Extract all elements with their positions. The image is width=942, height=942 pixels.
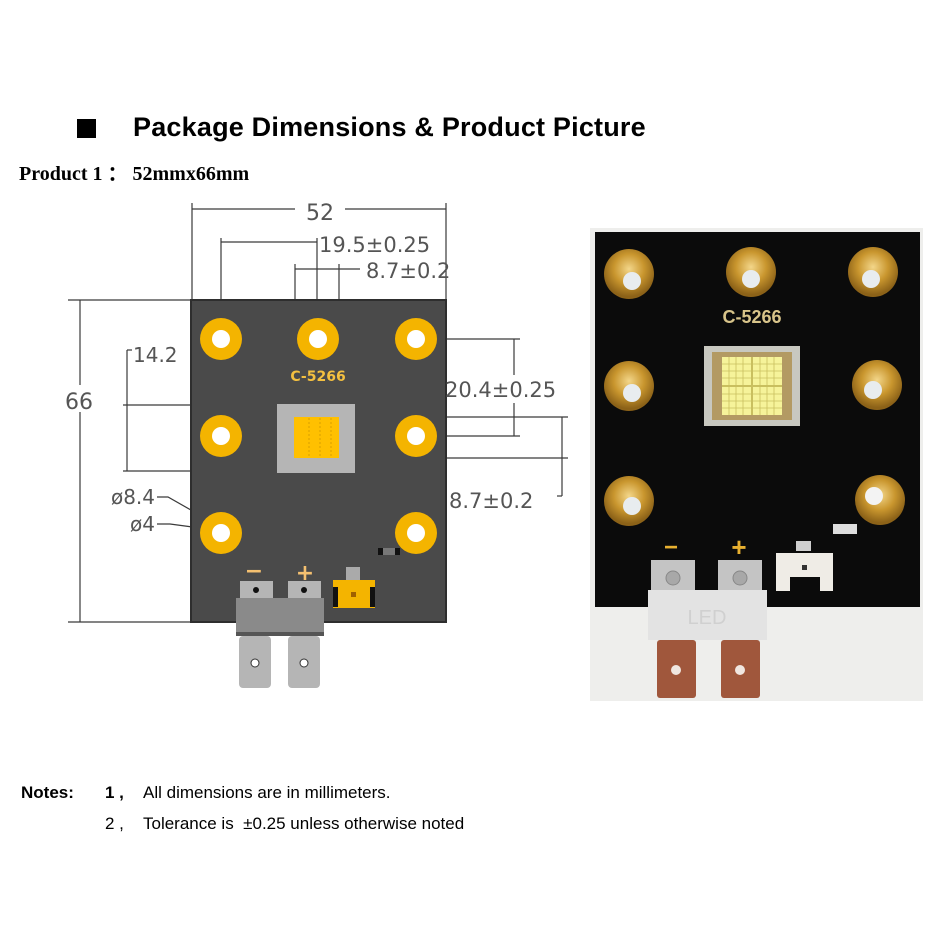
note-row: 2 , Tolerance is ±0.25 unless otherwise …: [21, 814, 464, 845]
photo-pad: [604, 476, 654, 526]
note-row: Notes: 1 , All dimensions are in millime…: [21, 783, 464, 814]
page-title: Package Dimensions & Product Picture: [133, 112, 646, 142]
note-text: Tolerance is ±0.25 unless otherwise note…: [143, 814, 465, 833]
dimension-drawing: C-5266 − + 52 19.5±0.25 8.7±0.2 66 14.2 …: [65, 201, 568, 688]
photo-pad: [852, 360, 902, 410]
mounting-pads: [200, 318, 437, 554]
dim-chip-height: 8.7±0.2: [449, 489, 533, 513]
photo-plus-sign: +: [731, 532, 746, 562]
photo-pad: [848, 247, 898, 297]
photo-board-label: C-5266: [722, 307, 781, 327]
chip-emitter: [294, 417, 339, 458]
pad-top-center: [297, 318, 339, 360]
pad-bottom-left: [200, 512, 242, 554]
photo-pad: [604, 361, 654, 411]
photo-pads: [604, 247, 905, 526]
dim-width: 52: [306, 201, 334, 226]
pad-top-left: [200, 318, 242, 360]
product-subtitle: Product 1 ： 52mmx66mm: [19, 163, 250, 185]
dim-height: 66: [65, 390, 93, 415]
plus-sign: +: [296, 561, 314, 586]
note-number: 2 ,: [105, 814, 124, 833]
pad-mid-left: [200, 415, 242, 457]
dim-hole-diameter: ø4: [130, 512, 155, 536]
minus-sign: −: [245, 559, 263, 584]
photo-pad: [726, 247, 776, 297]
terminal-block: [236, 581, 324, 688]
note-number: 1 ,: [105, 783, 124, 802]
dim-left-offset: 14.2: [133, 343, 178, 367]
notes-label: Notes:: [21, 783, 74, 802]
photo-pad: [604, 249, 654, 299]
dim-chip-width: 8.7±0.2: [366, 259, 450, 283]
board-label: C-5266: [290, 369, 345, 385]
photo-terminal-block: LED: [648, 560, 767, 698]
pad-top-right: [395, 318, 437, 360]
note-text: All dimensions are in millimeters.: [143, 783, 391, 802]
dim-outer-diameter: ø8.4: [111, 485, 155, 509]
photo-minus-sign: −: [664, 534, 678, 561]
pad-bottom-right: [395, 512, 437, 554]
photo-connector: [776, 524, 857, 591]
notes-section: Notes: 1 , All dimensions are in millime…: [21, 783, 464, 845]
connector: [333, 567, 375, 608]
title-bullet-icon: [77, 119, 96, 138]
pad-mid-right: [395, 415, 437, 457]
photo-connector-label: LED: [688, 607, 727, 629]
photo-pad: [855, 475, 905, 525]
dim-pad-spacing-right: 20.4±0.25: [445, 378, 556, 402]
smd-component: [378, 548, 400, 555]
dim-pad-spacing-top: 19.5±0.25: [319, 233, 430, 257]
chip-grid: [308, 418, 332, 457]
product-photo: C-5266 − + LED: [590, 228, 923, 701]
photo-led-chip: [704, 346, 800, 426]
